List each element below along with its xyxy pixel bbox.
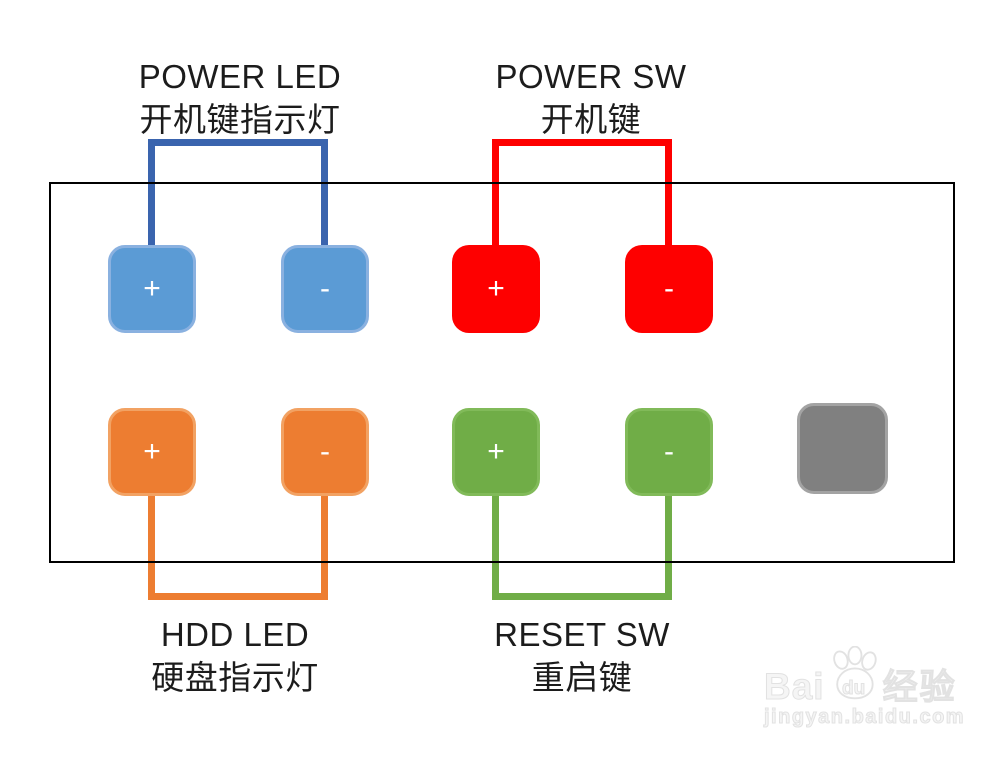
label-power-sw-en: POWER SW	[495, 58, 687, 95]
watermark-du-text: du	[841, 678, 866, 699]
paw-print-icon: du	[826, 646, 882, 704]
label-reset-sw-zh: 重启键	[531, 659, 633, 696]
power-led-connector-line	[148, 139, 328, 249]
watermark-jingyan-text: 经验	[882, 668, 957, 707]
pin-power-led-plus: +	[108, 245, 196, 333]
label-power-led-zh: 开机键指示灯	[139, 101, 341, 138]
pin-hdd-led-minus: -	[281, 408, 369, 496]
pin-power-sw-plus: +	[452, 245, 540, 333]
watermark-url: jingyan.baidu.com	[764, 706, 966, 729]
pin-reset-sw-plus: +	[452, 408, 540, 496]
label-reset-sw: RESET SW 重启键	[432, 613, 732, 699]
pin-power-sw-minus: -	[625, 245, 713, 333]
label-power-sw: POWER SW 开机键	[441, 55, 741, 141]
reset-sw-connector-line	[492, 494, 672, 600]
connector-panel-outline	[49, 182, 955, 563]
label-hdd-led-en: HDD LED	[160, 616, 310, 653]
power-sw-connector-line	[492, 139, 672, 249]
pin-power-led-minus: -	[281, 245, 369, 333]
label-hdd-led-zh: 硬盘指示灯	[151, 659, 319, 696]
label-power-sw-zh: 开机键	[540, 101, 642, 138]
baidu-jingyan-watermark: Bai du 经验 jingyan.baidu.com	[764, 646, 974, 729]
label-power-led-en: POWER LED	[138, 58, 342, 95]
watermark-bai-text: Bai	[764, 666, 825, 707]
pin-hdd-led-plus: +	[108, 408, 196, 496]
label-reset-sw-en: RESET SW	[494, 616, 670, 653]
hdd-led-connector-line	[148, 494, 328, 600]
watermark-logo: Bai du 经验	[764, 646, 974, 707]
pin-unused	[797, 403, 888, 494]
pin-reset-sw-minus: -	[625, 408, 713, 496]
label-hdd-led: HDD LED 硬盘指示灯	[85, 613, 385, 699]
label-power-led: POWER LED 开机键指示灯	[90, 55, 390, 141]
